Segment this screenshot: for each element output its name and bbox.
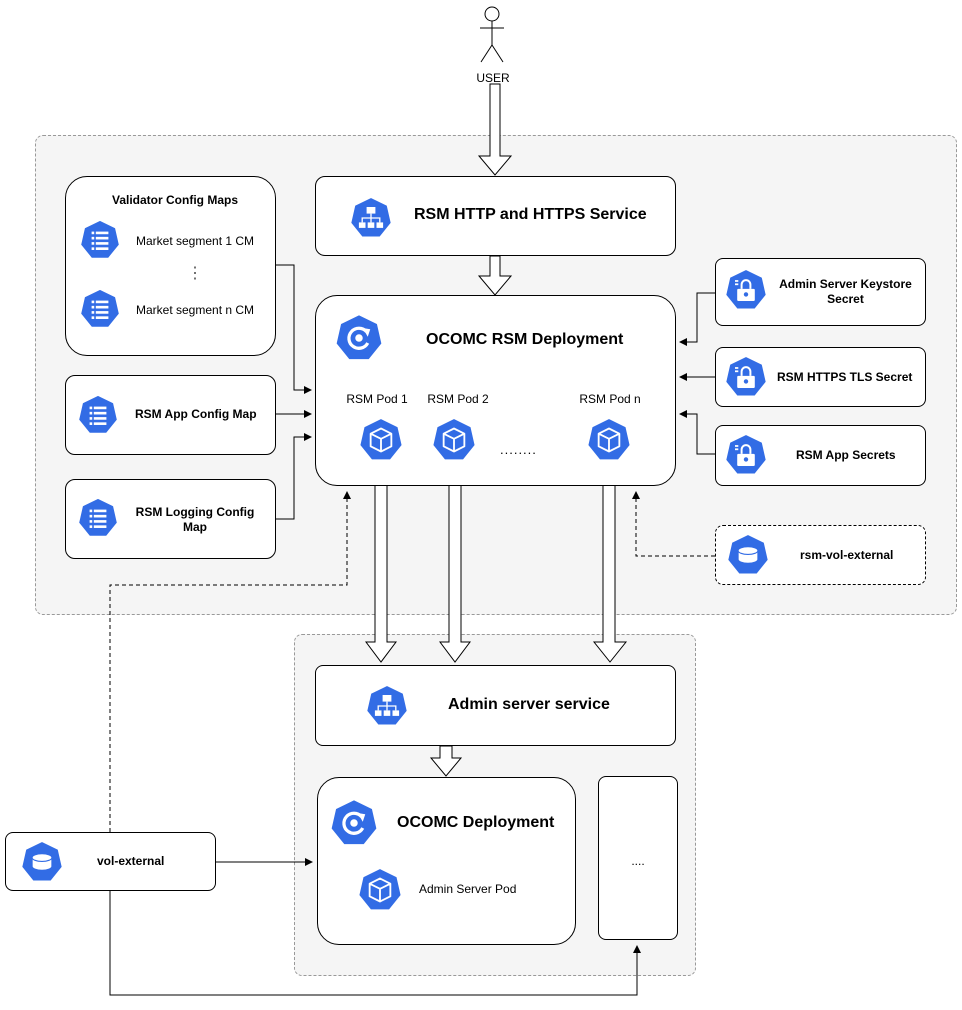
secret-icon <box>724 355 768 399</box>
pods-ellipsis: ........ <box>500 442 537 457</box>
volume-icon <box>20 840 64 884</box>
ocomc-deployment[interactable] <box>317 777 576 945</box>
deployment-icon <box>329 798 379 848</box>
other-deployments-box[interactable] <box>598 776 678 940</box>
validator-cm-title: Validator Config Maps <box>111 193 239 207</box>
admin-service-label: Admin server service <box>448 696 610 713</box>
pod-label-n: RSM Pod n <box>579 392 641 406</box>
rsm-https-tls-secret-label: RSM HTTPS TLS Secret <box>777 370 913 384</box>
config-map-icon <box>77 497 119 539</box>
pod-icon <box>431 417 477 463</box>
vol-external-label: vol-external <box>97 854 165 868</box>
pod2-to-admin-arrow <box>439 462 471 663</box>
rsm-service-label: RSM HTTP and HTTPS Service <box>414 206 647 223</box>
secret-icon <box>724 268 768 312</box>
user-to-service-arrow <box>477 83 513 176</box>
pod-label-1: RSM Pod 1 <box>346 392 408 406</box>
pod-label-2: RSM Pod 2 <box>427 392 489 406</box>
pod-icon <box>358 417 404 463</box>
admin-keystore-secret-label: Admin Server Keystore Secret <box>779 277 912 306</box>
other-box-ellipsis: .... <box>631 854 645 868</box>
validator-cm-item-n: Market segment n CM <box>136 303 255 317</box>
vol-to-other-connector <box>109 891 641 996</box>
vol-to-rsm-deployment-connector <box>109 491 351 832</box>
admin-service-to-deployment-arrow <box>429 745 463 777</box>
validator-cm-ellipsis: ⋮ <box>187 265 203 282</box>
volume-icon <box>726 533 770 577</box>
deployment-icon <box>334 313 384 363</box>
service-icon <box>349 196 393 240</box>
logging-cm-connector <box>275 433 312 520</box>
user-actor-icon <box>480 6 504 63</box>
secret-icon <box>724 433 768 477</box>
service-to-deployment-arrow <box>477 255 513 296</box>
rsm-vol-connector <box>632 491 715 557</box>
pod-icon <box>586 417 632 463</box>
pod1-to-admin-arrow <box>365 462 397 663</box>
config-map-icon <box>79 219 121 261</box>
ocomc-deployment-title: OCOMC Deployment <box>397 814 555 831</box>
rsm-vol-external-label: rsm-vol-external <box>800 548 894 562</box>
config-map-icon <box>79 288 121 330</box>
rsm-logging-config-map-label: RSM Logging Config Map <box>135 505 255 534</box>
podn-to-admin-arrow <box>592 462 628 663</box>
config-map-icon <box>77 394 119 436</box>
rsm-app-secrets-label: RSM App Secrets <box>796 448 896 462</box>
admin-server-pod-label: Admin Server Pod <box>419 882 517 896</box>
validator-cm-item-1: Market segment 1 CM <box>136 234 255 248</box>
service-icon <box>365 684 409 728</box>
validator-cm-connector <box>275 264 312 394</box>
user-label: USER <box>476 71 510 85</box>
app-secrets-connector <box>679 410 715 455</box>
rsm-deployment-title: OCOMC RSM Deployment <box>426 331 624 348</box>
rsm-app-config-map-label: RSM App Config Map <box>135 407 257 421</box>
pod-icon <box>357 867 403 913</box>
keystore-secret-connector <box>679 292 715 346</box>
